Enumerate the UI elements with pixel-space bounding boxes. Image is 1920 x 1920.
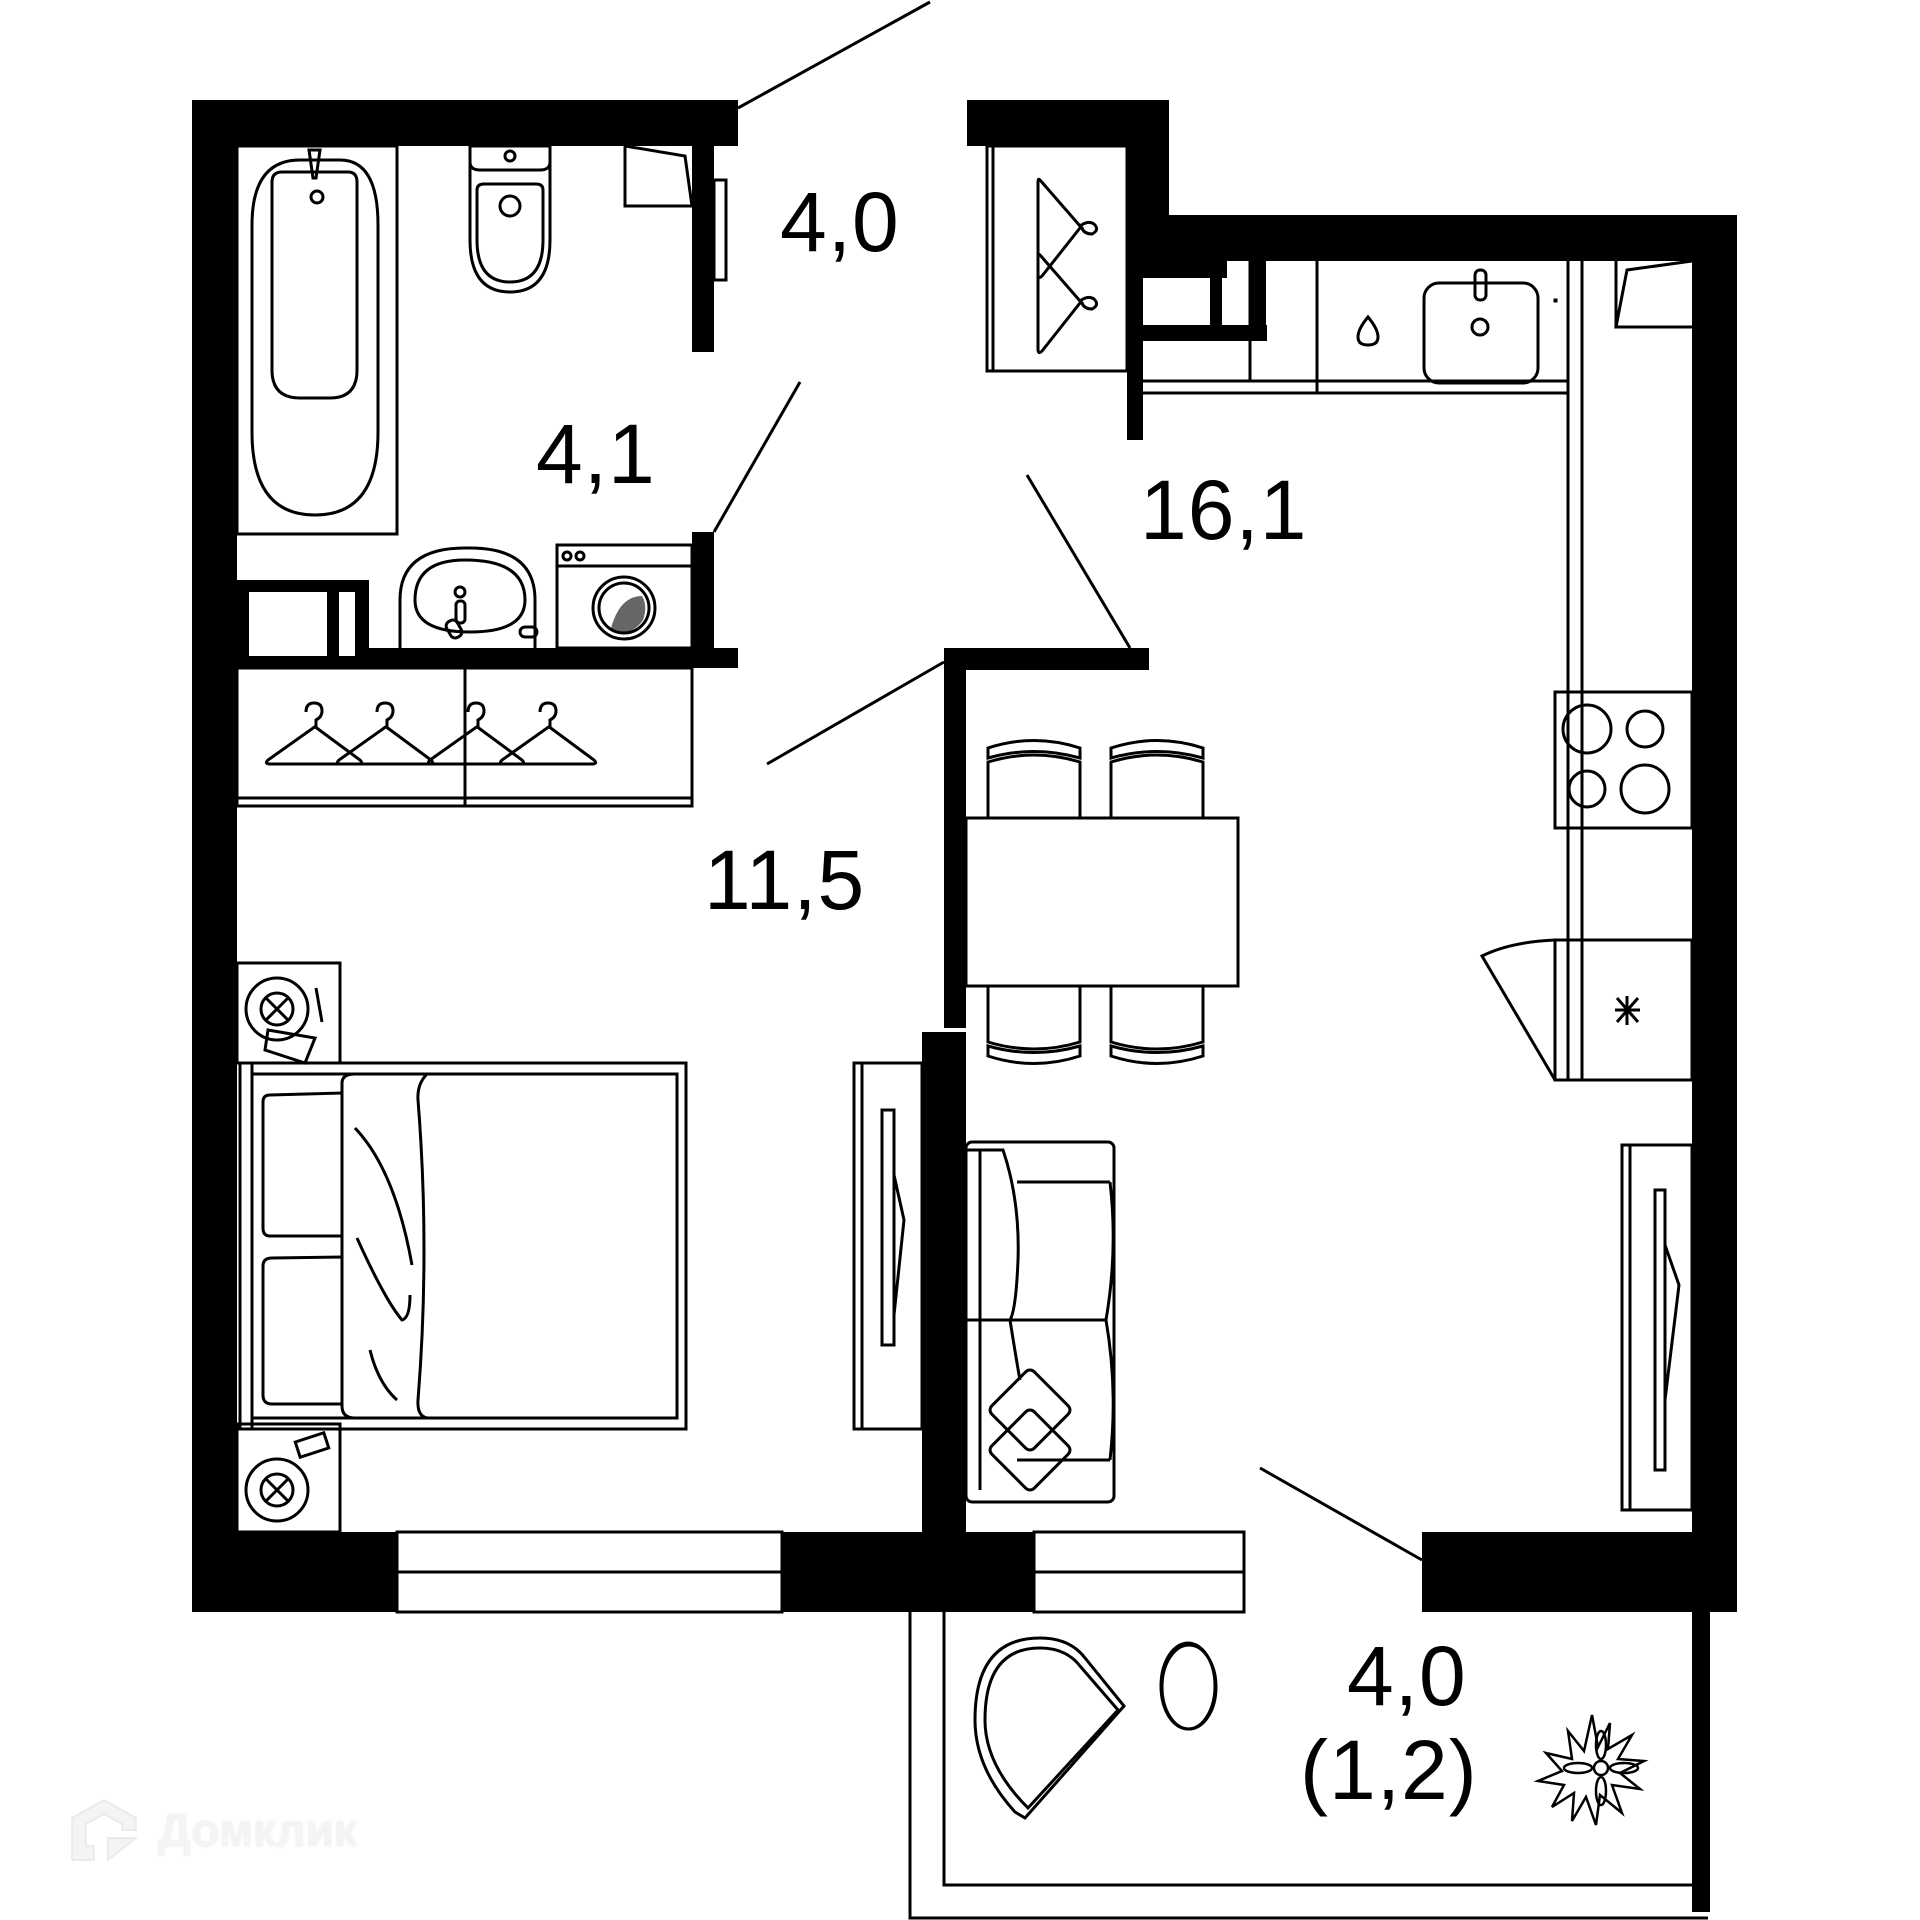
wardrobe-hall xyxy=(235,666,694,808)
domclick-logo-icon xyxy=(71,1799,139,1862)
tv-bedroom-icon xyxy=(852,1061,924,1431)
boiler-icon xyxy=(623,144,728,282)
balcony-outline xyxy=(908,1612,1708,1920)
wardrobe-entry xyxy=(985,144,1129,373)
room-area-hallway: 4,0 xyxy=(780,175,900,269)
room-area-balcony: 4,0 (1,2) xyxy=(1300,1634,1478,1812)
hood-icon xyxy=(1614,259,1693,329)
sofa-icon xyxy=(964,1140,1116,1504)
room-area-kitchen-living: 16,1 xyxy=(1140,463,1308,557)
balcony-area: 4,0 xyxy=(1346,1629,1467,1723)
faucet-water-icon xyxy=(1356,314,1380,347)
chair-icon xyxy=(986,739,1205,1065)
dining-table-icon xyxy=(964,816,1240,988)
balcony-reduced-area: (1,2) xyxy=(1300,1723,1478,1817)
round-table-icon xyxy=(1159,1641,1218,1731)
watermark-text: Домклик xyxy=(158,1804,357,1856)
bathtub-icon xyxy=(235,144,399,536)
armchair-icon xyxy=(973,1636,1126,1820)
fridge-icon xyxy=(1479,938,1694,1082)
walls xyxy=(192,100,1737,1912)
flower-icon xyxy=(1533,1714,1649,1826)
room-area-bedroom: 11,5 xyxy=(704,833,866,927)
toilet-icon xyxy=(468,144,552,294)
door-swings xyxy=(712,0,1423,1562)
windows xyxy=(395,298,1558,1614)
sink-icon xyxy=(398,546,539,648)
tv-icon xyxy=(1620,1143,1694,1512)
room-area-bathroom: 4,1 xyxy=(536,407,656,501)
bed-icon xyxy=(238,1061,688,1431)
kitchen-counter xyxy=(1143,261,1692,1082)
washing-machine-icon xyxy=(555,543,694,650)
stove-icon xyxy=(1553,690,1694,830)
watermark: Домклик xyxy=(64,1790,357,1870)
hanger-icon xyxy=(264,701,598,766)
kitchen-sink-icon xyxy=(1422,268,1540,385)
